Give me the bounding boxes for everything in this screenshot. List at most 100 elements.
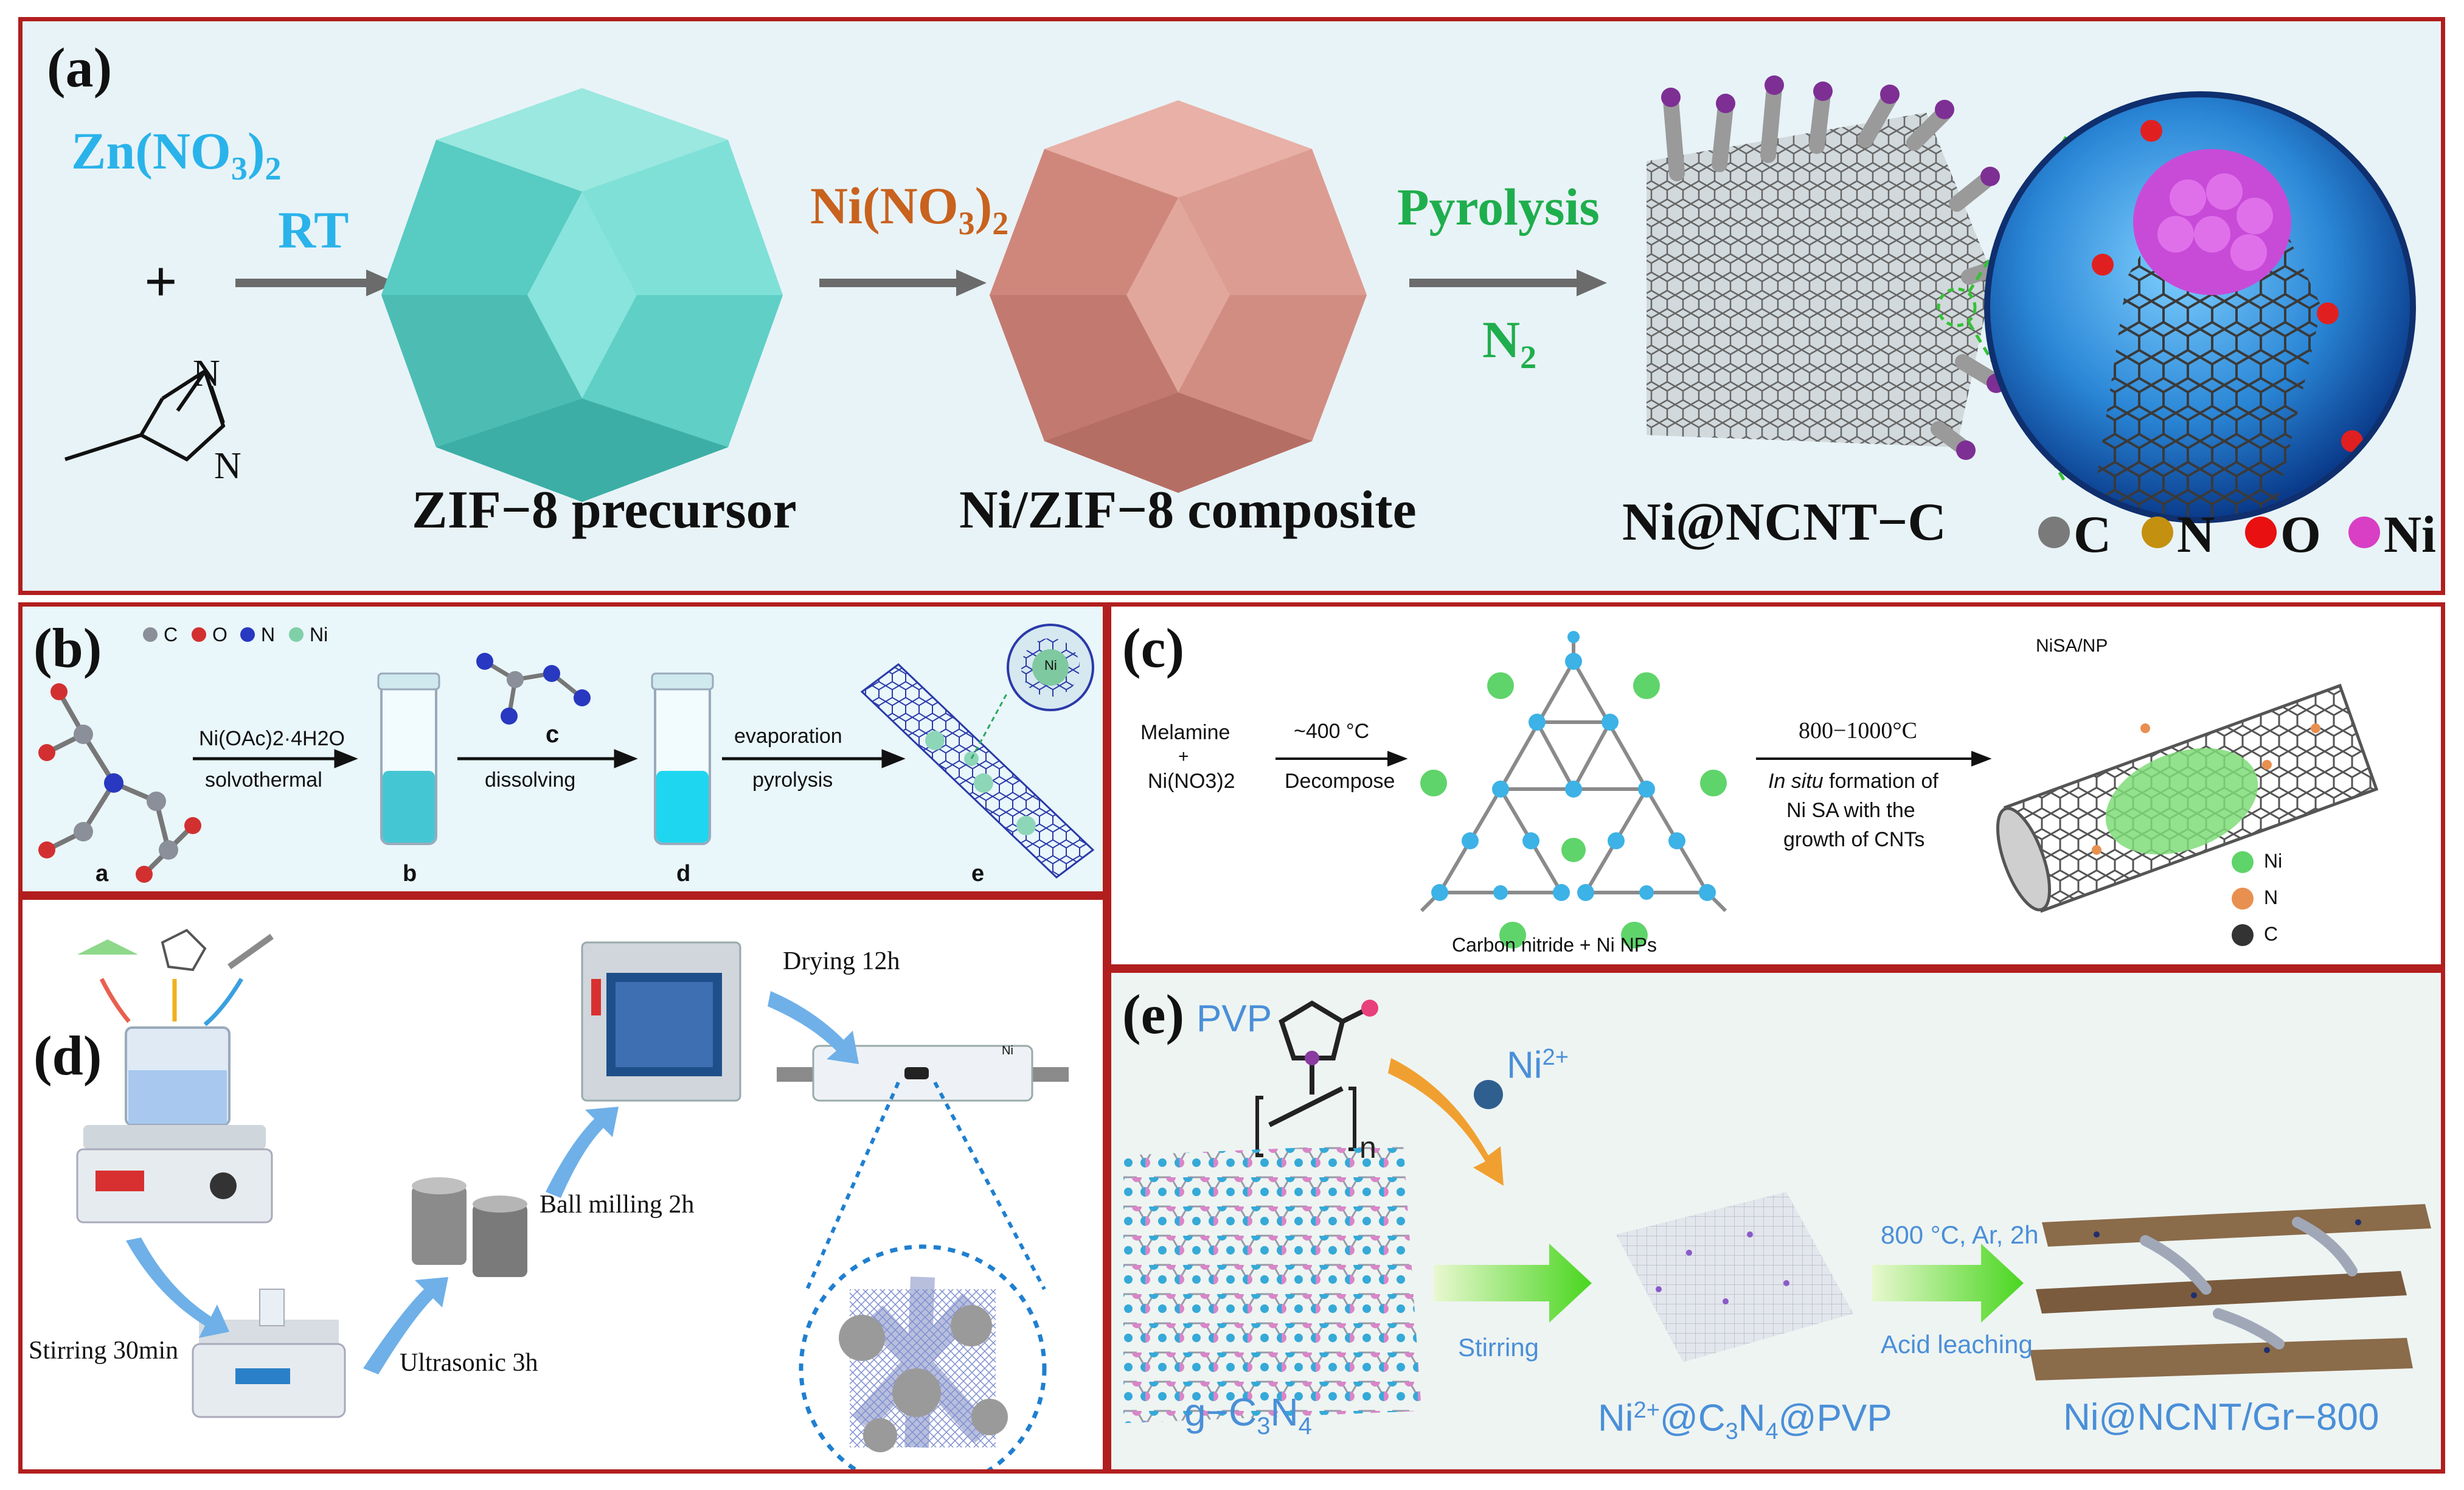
step-pyrolysis-label: pyrolysis <box>752 768 833 792</box>
panel-c: (c) Melamine + Ni(NO3)2 ~400 °C Decompos… <box>1107 602 2445 969</box>
furnace-ni-tag: Ni <box>1002 1044 1013 1057</box>
legend-b-ni: Ni <box>310 624 328 646</box>
ni-ncnt-c-nanotube-forest <box>1647 75 2068 485</box>
step-evaporation-label: evaporation <box>734 725 842 748</box>
panel-a-graphics <box>64 75 2416 548</box>
reactant-melamine: Melamine <box>1140 721 1230 744</box>
ni-ncnt-gr-sheets <box>2030 1204 2431 1380</box>
panel-d-graphics <box>76 928 1069 1469</box>
nisa-np-nanotube <box>1996 683 2379 913</box>
pvp-n-subscript: n <box>1359 1130 1376 1164</box>
ni-c3n4-pvp-sheet <box>1616 1192 1853 1362</box>
legend-a-o: O <box>2280 505 2321 563</box>
nanotube-e <box>860 624 1095 879</box>
ball-mill-jars <box>412 1177 527 1277</box>
caption-ni-zif8-composite: Ni/ZIF−8 composite <box>959 481 1417 540</box>
imidazole-n-top: N <box>193 353 220 394</box>
panel-c-label: (c) <box>1122 617 1185 679</box>
insitu-line3: growth of CNTs <box>1783 828 1925 851</box>
drying-label: Drying 12h <box>783 947 900 975</box>
rt-label: RT <box>278 201 349 259</box>
pvp-arrow <box>1388 1058 1504 1186</box>
panel-a-legend-dots <box>2038 517 2380 548</box>
panel-d: (d) Drying 12h Ball milling 2h Stirring … <box>18 896 1107 1474</box>
panel-b-graphics <box>38 624 1095 883</box>
gc3n4-label: g−C3N4 <box>1184 1390 1312 1440</box>
step-ni-oac-label: Ni(OAc)2·4H2O <box>199 727 345 750</box>
panel-e-label: (e) <box>1122 983 1185 1045</box>
ni2-ion <box>1474 1080 1503 1109</box>
plus-sign: + <box>144 249 178 314</box>
pyrolysis-label: Pyrolysis <box>1397 178 1600 236</box>
zoom-circle-nanotube-tip <box>1984 91 2416 523</box>
stirring-label: Stirring 30min <box>29 1337 179 1365</box>
ni-zif8-composite-crystal <box>990 100 1367 493</box>
vial-b <box>377 672 440 845</box>
ultrasonic-label: Ultrasonic 3h <box>400 1349 538 1377</box>
panel-b-legend-dots <box>143 627 304 642</box>
vial-d <box>651 672 714 845</box>
panel-e-graphics <box>1123 1000 2431 1423</box>
legend-a-c: C <box>2074 505 2112 563</box>
step-dissolving-label: dissolving <box>485 768 576 792</box>
legend-c-n: N <box>2264 886 2278 908</box>
caption-ni-ncnt-c: Ni@NCNT−C <box>1622 493 1946 552</box>
condition-acid-leaching: Acid leaching <box>1881 1330 2033 1359</box>
temp-400c: ~400 °C <box>1294 720 1370 743</box>
tube-ni-tag: Ni <box>1044 658 1057 673</box>
reagent-zn-no3-2: Zn(NO3)2 <box>71 122 282 187</box>
step-c-label: c <box>546 721 560 748</box>
panel-b-label: (b) <box>33 617 102 679</box>
letter-b: b <box>403 861 417 886</box>
legend-a-n: N <box>2177 505 2215 563</box>
stirring-arrow <box>1434 1244 1592 1323</box>
legend-b-c: C <box>164 624 178 646</box>
temp-800-1000c: 800−1000°C <box>1799 718 1917 743</box>
ni2-label: Ni2+ <box>1507 1044 1569 1087</box>
letter-d: d <box>676 861 691 886</box>
molecule-c <box>484 659 584 717</box>
legend-b-n: N <box>261 624 276 646</box>
letter-e: e <box>971 861 985 886</box>
tube-furnace <box>777 1045 1069 1469</box>
zif8-precursor-crystal <box>381 88 783 502</box>
nisa-np-title: NiSA/NP <box>2036 636 2108 656</box>
reagent-ni-no3-2: Ni(NO3)2 <box>810 176 1009 242</box>
panel-e: (e) PVP n Ni2+ Stirring 800 °C, Ar, 2h A… <box>1107 969 2445 1474</box>
panel-d-label: (d) <box>33 1025 102 1087</box>
panel-c-graphics <box>1275 631 2379 949</box>
legend-a-ni: Ni <box>2384 505 2436 563</box>
ball-milling-label: Ball milling 2h <box>540 1191 695 1219</box>
magnetic-stirrer <box>76 1026 273 1224</box>
arrow-1 <box>235 270 397 296</box>
letter-a: a <box>95 861 109 886</box>
insitu-line2: Ni SA with the <box>1786 799 1915 822</box>
caption-zif8-precursor: ZIF−8 precursor <box>412 481 797 540</box>
leaching-arrow <box>1872 1244 2024 1323</box>
legend-b-o: O <box>212 624 227 646</box>
panel-c-legend-dots <box>2232 851 2254 946</box>
step-solvothermal-label: solvothermal <box>205 768 322 792</box>
panel-b: (b) C O N Ni Ni(OAc)2·4H2O solvothermal … <box>18 602 1107 896</box>
n2-label: N2 <box>1482 310 1537 376</box>
reactant-plus: + <box>1178 747 1189 767</box>
reactant-ni-no3-2: Ni(NO3)2 <box>1148 770 1235 793</box>
panel-a-label: (a) <box>47 37 113 99</box>
decompose-label: Decompose <box>1285 770 1395 793</box>
imidazole-n-bottom: N <box>214 445 241 487</box>
arrow-3 <box>1409 270 1607 296</box>
carbon-nitride-structure <box>1420 631 1727 949</box>
condition-800c: 800 °C, Ar, 2h <box>1881 1220 2039 1249</box>
pvp-label: PVP <box>1196 998 1272 1040</box>
carbon-nitride-caption: Carbon nitride + Ni NPs <box>1452 934 1657 956</box>
panel-a: (a) Zn(NO3)2 + RT N N Ni(NO3)2 Pyrolysis… <box>18 17 2445 595</box>
legend-c-c: C <box>2264 923 2278 945</box>
stirring-label: Stirring <box>1458 1333 1539 1362</box>
drying-oven <box>581 941 741 1102</box>
insitu-line1: In situ formation of <box>1768 770 1938 793</box>
ni-ncnt-gr-800-label: Ni@NCNT/Gr−800 <box>2063 1396 2379 1438</box>
imidazole-structure <box>64 368 226 462</box>
gc3n4-sheet <box>1123 1143 1421 1423</box>
arrow-2 <box>819 270 987 296</box>
legend-c-ni: Ni <box>2264 850 2283 872</box>
